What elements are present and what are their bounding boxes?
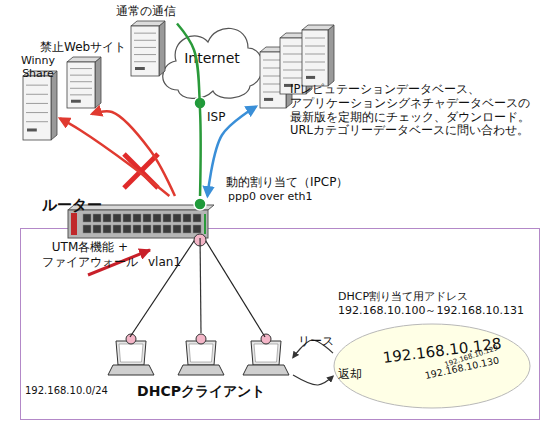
node-label: 192.168.10.0/24: [25, 385, 145, 397]
connector: [60, 118, 169, 196]
server-icon: [302, 25, 334, 86]
node-label: DHCPクライアント: [109, 383, 293, 400]
node-label: Winny Share: [16, 54, 60, 80]
lan-wire: [204, 238, 265, 337]
laptop-icon: [178, 334, 224, 375]
annotation-label: ppp0 over eth1: [228, 190, 348, 204]
block-cross: [124, 154, 158, 188]
server-icon: [23, 71, 57, 140]
annotation-label: ISP: [207, 110, 247, 125]
edge-label: 返却: [338, 366, 362, 383]
dhcp-clients: DHCPクライアント: [109, 333, 293, 403]
router-node: ルーター: [28, 196, 214, 238]
address-pool: 192.168.10.128192.168.10.129192.168.10.1…: [333, 323, 531, 409]
server-icon: [67, 57, 101, 108]
connector: [92, 111, 175, 196]
edge-label: リース: [298, 333, 334, 350]
annotation-label: DHCP割り当て用アドレス 192.168.10.100～192.168.10.…: [338, 290, 543, 318]
node-label: ルーター: [42, 196, 122, 214]
internet-cloud: Internet: [158, 18, 266, 100]
connector: [293, 375, 333, 385]
server-icon: [131, 21, 165, 76]
connector: [199, 238, 201, 333]
block-cross: [124, 154, 158, 188]
node-label: Internet: [158, 50, 266, 67]
server-node: 通常の通信: [115, 4, 177, 82]
node-label: 禁止Webサイト: [40, 40, 124, 54]
laptop-icon: [243, 334, 289, 375]
database-servers: IPレピュテーションデータベース、 アプリケーションシグネチャデータベースの 最…: [256, 26, 548, 138]
annotation-label: vlan1: [148, 255, 198, 270]
annotation-label: UTM各機能 + ファイアウォール: [34, 240, 146, 270]
node-label: IPレピュテーションデータベース、 アプリケーションシグネチャデータベースの 最…: [290, 83, 546, 138]
annotation-label: 動的割り当て（IPCP）: [226, 175, 386, 190]
laptop-icon: [108, 334, 154, 375]
server-node: Winny Share: [16, 54, 60, 146]
node-label: 通常の通信: [115, 4, 177, 18]
lan-wire: [130, 238, 196, 337]
